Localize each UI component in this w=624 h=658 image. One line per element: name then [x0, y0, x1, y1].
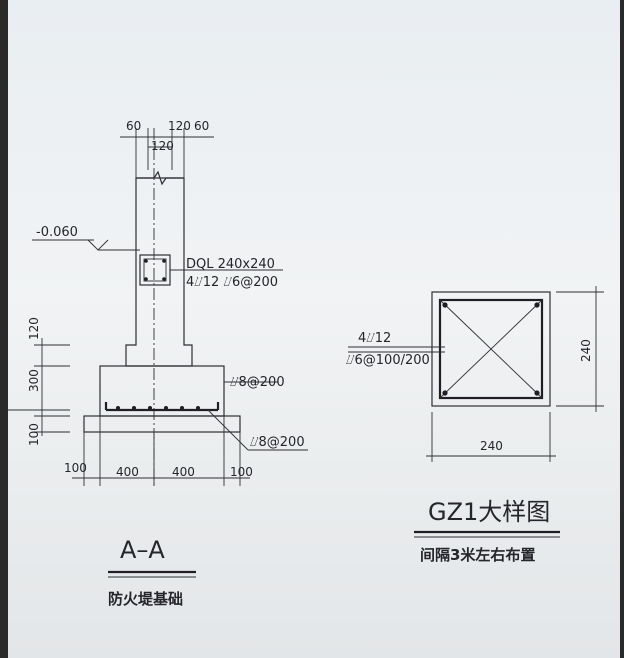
gz1-stirrup: [438, 298, 544, 400]
gz1-bottom-dimension: [426, 412, 556, 462]
gz1-detail: 4⌰12 ⌰6@100/200 240 240 GZ1大样图 间隔3米左右布置: [346, 286, 604, 564]
gz1-rebar-main: 4⌰12: [358, 331, 391, 346]
dim-bottom-100-left: 100: [64, 461, 87, 475]
dql-title: DQL 240x240: [186, 257, 275, 272]
dql-rebar: 4⌰12 ⌰6@200: [186, 275, 278, 290]
gz1-subtitle: 间隔3米左右布置: [420, 546, 535, 564]
wall-body: [125, 128, 193, 488]
dim-left-300: 300: [27, 369, 41, 392]
gz1-outer-square: [431, 291, 551, 407]
gz1-right-dimension: [556, 286, 604, 412]
dim-left-120: 120: [27, 317, 41, 340]
section-aa-subtitle: 防火堤基础: [108, 590, 183, 608]
section-aa-title: A–A: [120, 536, 165, 564]
bottom-dimension-lines: [72, 416, 250, 486]
level-marker: [32, 239, 140, 251]
section-aa: 60 120 60 120 -0.060 DQL 240x240 4⌰12 ⌰6…: [8, 119, 308, 608]
gz1-dim-width: 240: [480, 439, 503, 453]
structural-drawing: 60 120 60 120 -0.060 DQL 240x240 4⌰12 ⌰6…: [8, 119, 604, 608]
dim-top-60-left: 60: [126, 119, 141, 133]
dim-bottom-400-left: 400: [116, 465, 139, 479]
gz1-diagonal-2: [439, 299, 543, 399]
footing: [83, 365, 308, 451]
dim-top-60-right: 60: [194, 119, 209, 133]
dim-top-120-inner: 120: [151, 139, 174, 153]
dim-bottom-100-right: 100: [230, 465, 253, 479]
gz1-title: GZ1大样图: [428, 498, 550, 526]
dim-top-120: 120: [168, 119, 191, 133]
dql-ring-beam: [139, 254, 283, 286]
gz1-corner-bars: [442, 302, 540, 396]
left-dimension-lines: [8, 338, 70, 436]
dim-bottom-400-right: 400: [172, 465, 195, 479]
gz1-dim-height: 240: [579, 339, 593, 362]
top-dimension-lines: [120, 128, 214, 178]
rebar-lower-label: ⌰8@200: [250, 435, 305, 450]
level-label: -0.060: [36, 225, 78, 240]
dim-left-100: 100: [27, 423, 41, 446]
gz1-rebar-stirrup: ⌰6@100/200: [346, 353, 430, 368]
rebar-upper-label: ⌰8@200: [230, 375, 285, 390]
drawing-sheet: 60 120 60 120 -0.060 DQL 240x240 4⌰12 ⌰6…: [8, 0, 620, 658]
